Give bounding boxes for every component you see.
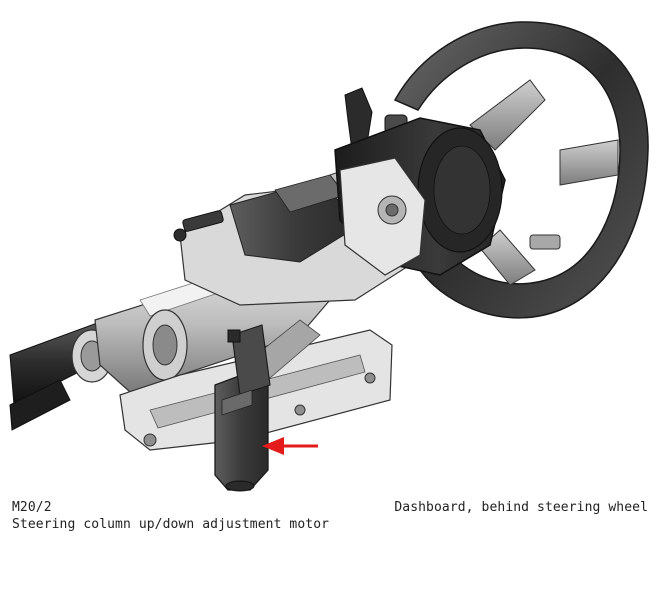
clockspring-housing bbox=[339, 157, 426, 276]
red-arrow-icon bbox=[262, 437, 318, 455]
adjustment-motor bbox=[214, 324, 271, 492]
component-description: Steering column up/down adjustment motor bbox=[12, 517, 330, 532]
component-location: Dashboard, behind steering wheel bbox=[394, 500, 648, 515]
component-code: M20/2 bbox=[12, 500, 52, 515]
intermediate-shaft bbox=[9, 321, 119, 431]
steering-column-illustration bbox=[9, 21, 649, 492]
